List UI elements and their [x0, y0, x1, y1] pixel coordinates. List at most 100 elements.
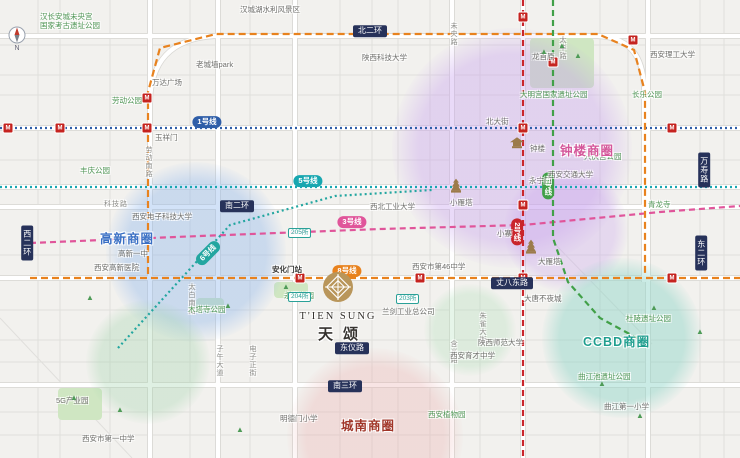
project-emblem-icon	[321, 272, 355, 308]
metro-line-path	[146, 32, 647, 274]
tree-icon: ▲	[696, 327, 704, 336]
road-name-badge: 北二环	[353, 25, 387, 37]
metro-line-badge: 2号线	[511, 218, 523, 246]
tree-icon: ▲	[636, 411, 644, 420]
park-area	[530, 38, 594, 88]
road-name-label: 太白南路	[188, 283, 195, 315]
metro-station-icon: M	[627, 34, 639, 46]
map-label: 明德门小学	[280, 414, 318, 423]
district-zone	[542, 258, 702, 418]
tree-icon: ▲	[598, 379, 606, 388]
compass-icon: N	[6, 22, 28, 52]
map-label: 汉城湖水利风景区	[240, 5, 300, 14]
metro-station-icon: M	[517, 11, 529, 23]
map-label: 大雁塔	[538, 257, 561, 266]
road-name-label: 太华路	[559, 36, 566, 60]
map-label: 曲江池遗址公园	[578, 372, 631, 381]
district-zone	[504, 168, 628, 292]
metro-station-icon: M	[666, 272, 678, 284]
metro-line-badge: 3号线	[337, 216, 367, 228]
belltower-icon	[510, 137, 524, 149]
district-label: 城南商圈	[341, 419, 396, 433]
metro-line-badge: 1号线	[192, 116, 222, 128]
map-label: 陕西师范大学	[478, 338, 523, 347]
map-label: 劳动公园	[112, 96, 142, 105]
metro-station-icon: M	[666, 122, 678, 134]
pagoda-icon	[525, 239, 537, 256]
map-label: 兴庆宫公园	[584, 152, 622, 161]
road-name-badge: 丈八东路	[491, 277, 533, 289]
map-label: 大明宫国家遗址公园	[520, 90, 588, 99]
compass-label: N	[14, 45, 19, 52]
map-label: 长乐公园	[632, 90, 662, 99]
metro-line-path	[29, 204, 740, 245]
map-label: 老城墙park	[196, 60, 234, 69]
pagoda-icon	[450, 178, 462, 195]
map-label: 陕西科技大学	[362, 53, 407, 62]
district-label: 钟楼商圈	[560, 144, 615, 158]
tree-icon: ▲	[540, 47, 548, 56]
metro-station-icon: M	[517, 122, 529, 134]
map-label: 西安市第46中学	[412, 262, 466, 271]
metro-station-icon: M	[2, 122, 14, 134]
metro-line-badge: 6号线	[193, 238, 223, 268]
district-label: CCBD商圈	[583, 335, 651, 349]
road-name-label: 含光路	[450, 340, 457, 364]
metro-station-icon: M	[141, 122, 153, 134]
map-label: 汉长安城未央宫 国家考古遗址公园	[40, 12, 100, 31]
road-name-badge: 西二环	[21, 225, 33, 261]
district-zone	[106, 162, 286, 342]
map-label: 205所	[288, 228, 312, 239]
map-label: 杜陵遗址公园	[626, 314, 671, 323]
tree-icon: ▲	[70, 393, 78, 402]
road-name-label: 子午大道	[216, 345, 223, 377]
road-name-label: 朱雀大街	[479, 312, 486, 344]
metro-line-badge: 5号线	[293, 175, 323, 187]
metro-station-icon: M	[517, 199, 529, 211]
metro-line-badge: 4号线	[542, 172, 554, 200]
map-label: 钟楼	[530, 144, 545, 153]
park-area	[196, 298, 224, 312]
metro-station-icon: M	[517, 272, 529, 284]
map-label: 西北工业大学	[370, 202, 415, 211]
metro-station-icon: M	[54, 122, 66, 134]
map-label: 万达广场	[152, 78, 182, 87]
map-label: 西安交通大学	[548, 170, 593, 179]
map-label: 小寨	[497, 229, 512, 238]
metro-station-icon: M	[547, 56, 559, 68]
road-name-badge: 万寿路	[698, 152, 710, 188]
tree-icon: ▲	[236, 425, 244, 434]
project-name-en: T'IEN SUNG	[299, 311, 377, 322]
map-label: 西安电子科技大学	[132, 212, 192, 221]
tree-icon: ▲	[650, 303, 658, 312]
map-label: 西安理工大学	[650, 50, 695, 59]
map-label: 玉祥门	[155, 133, 178, 142]
district-zone	[86, 300, 210, 424]
map-label: 永宁门	[529, 176, 552, 185]
metro-station-icon: M	[414, 272, 426, 284]
tree-icon: ▲	[224, 301, 232, 310]
map-label: 木塔寺公园	[188, 305, 226, 314]
road-name-label: 科技路	[104, 201, 128, 208]
district-zone	[392, 28, 632, 268]
tree-icon: ▲	[574, 51, 582, 60]
road-name-badge: 东二环	[695, 235, 707, 271]
road-name-badge: 南二环	[220, 200, 254, 212]
map-label: 203所	[396, 294, 420, 305]
district-zone	[287, 348, 463, 458]
map-label: 龙首原	[532, 52, 555, 61]
project-name-cn: 天颂	[317, 327, 368, 343]
map-label: 西安育才中学	[450, 351, 495, 360]
district-zone	[424, 284, 516, 376]
map-label: 西安植物园	[428, 410, 466, 419]
project-marker: T'IEN SUNG 天颂	[278, 270, 398, 344]
road-name-label: 劳动南路	[145, 146, 152, 178]
map-label: 丰庆公园	[80, 166, 110, 175]
map-label: 北大街	[486, 117, 509, 126]
